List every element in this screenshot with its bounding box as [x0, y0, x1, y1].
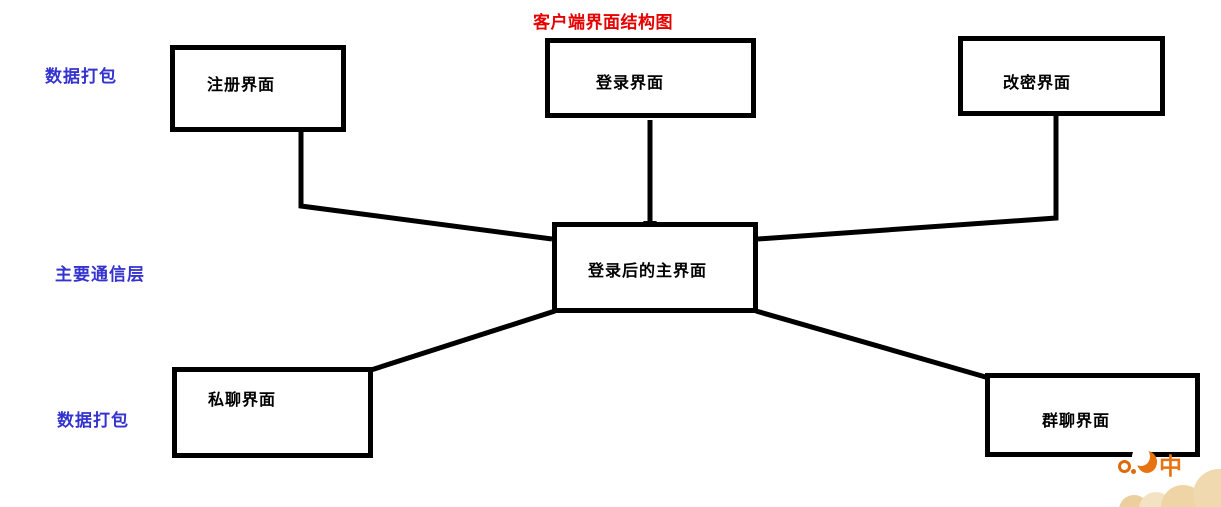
section-label-data-pack-bottom: 数据打包 — [57, 411, 129, 431]
node-change-password: 改密界面 — [958, 36, 1165, 116]
edge-main-private — [370, 308, 556, 373]
node-main-interface-label: 登录后的主界面 — [588, 261, 708, 280]
node-private-chat: 私聊界面 — [172, 367, 373, 458]
watermark-bump-icon — [1193, 469, 1221, 507]
node-main-interface: 登录后的主界面 — [552, 222, 758, 313]
watermark-dot-icon — [1131, 469, 1136, 474]
node-login-label: 登录界面 — [596, 73, 665, 92]
section-label-data-pack-top: 数据打包 — [45, 67, 117, 87]
node-login: 登录界面 — [545, 38, 756, 118]
watermark-logo: 中 — [1111, 447, 1221, 507]
edge-register-main — [298, 129, 553, 242]
node-private-chat-label: 私聊界面 — [208, 390, 277, 409]
edge-main-group — [755, 308, 990, 381]
node-group-chat-label: 群聊界面 — [1042, 411, 1111, 430]
node-register-label: 注册界面 — [207, 75, 276, 94]
node-register: 注册界面 — [170, 45, 346, 132]
watermark-ring-icon — [1118, 460, 1131, 473]
section-label-main-comm-layer: 主要通信层 — [55, 265, 145, 285]
diagram-title: 客户端界面结构图 — [533, 13, 673, 33]
node-change-password-label: 改密界面 — [1003, 73, 1072, 92]
watermark-glyph: 中 — [1159, 454, 1182, 480]
node-group-chat: 群聊界面 — [985, 373, 1200, 457]
edge-changepw-main — [757, 113, 1059, 242]
watermark-crescent-icon — [1132, 447, 1157, 473]
